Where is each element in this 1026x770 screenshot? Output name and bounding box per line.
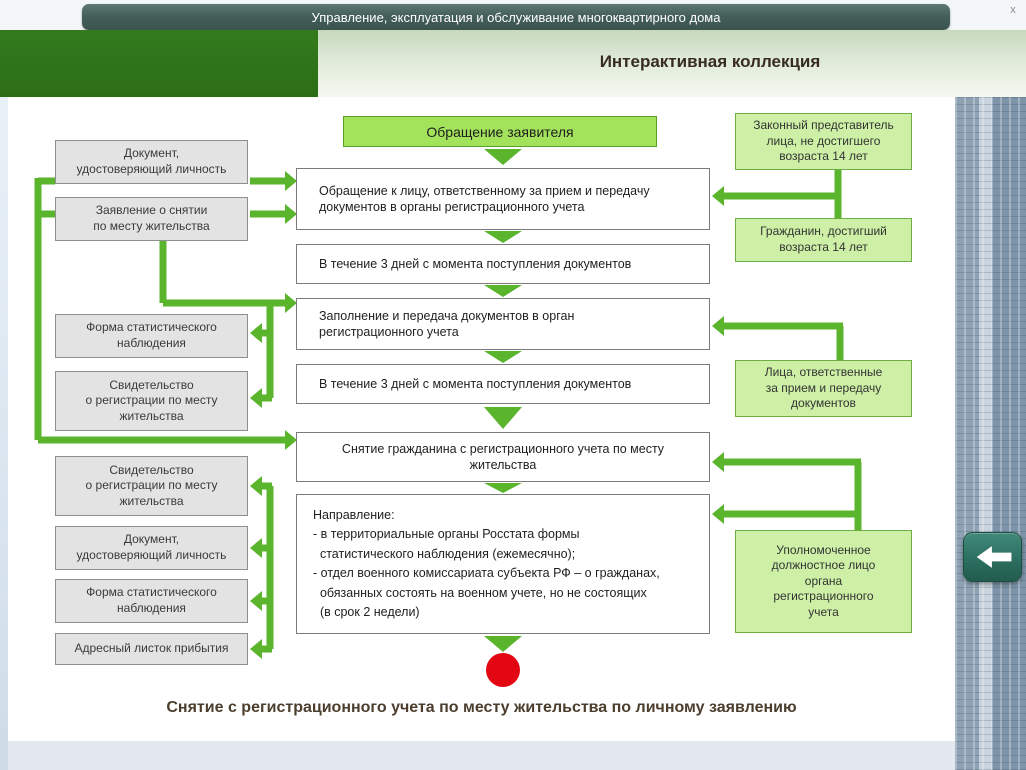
flow-step-5: Снятие гражданина с регистрационного уче… (296, 432, 710, 482)
header-green-block (0, 30, 318, 97)
back-button[interactable] (963, 532, 1022, 582)
window-title-bar: Управление, эксплуатация и обслуживание … (82, 4, 950, 30)
document-node-certificate-2: Свидетельство о регистрации по месту жит… (55, 456, 248, 516)
close-icon: x (1010, 4, 1016, 16)
flow-step-1: Обращение к лицу, ответственному за прие… (296, 168, 710, 230)
actor-node-responsible-persons: Лица, ответственные за прием и передачу … (735, 360, 912, 417)
document-node-stat-form-2: Форма статистического наблюдения (55, 579, 248, 623)
diagram-caption: Снятие с регистрационного учета по месту… (166, 699, 797, 716)
flow-step-3: Заполнение и передача документов в орган… (296, 298, 710, 350)
back-arrow-icon (976, 546, 1011, 568)
background-photo-left (0, 97, 8, 770)
close-button[interactable]: x (1005, 3, 1021, 18)
document-node-identity-2: Документ, удостоверяющий личность (55, 526, 248, 570)
flow-step-6: Направление: - в территориальные органы … (296, 494, 710, 634)
document-node-identity-1: Документ, удостоверяющий личность (55, 140, 248, 184)
end-node (486, 653, 520, 687)
document-node-certificate-1: Свидетельство о регистрации по месту жит… (55, 371, 248, 431)
page-title: Интерактивная коллекция (599, 52, 821, 71)
actor-node-legal-representative: Законный представитель лица, не достигше… (735, 113, 912, 170)
actor-node-citizen-14: Гражданин, достигший возраста 14 лет (735, 218, 912, 262)
document-node-arrival-sheet: Адресный листок прибытия (55, 633, 248, 665)
flow-start-node: Обращение заявителя (343, 116, 657, 147)
flow-step-2: В течение 3 дней с момента поступления д… (296, 244, 710, 284)
document-node-stat-form-1: Форма статистического наблюдения (55, 314, 248, 358)
window-title: Управление, эксплуатация и обслуживание … (311, 9, 721, 25)
document-node-application: Заявление о снятии по месту жительства (55, 197, 248, 241)
background-photo (955, 97, 1026, 770)
actor-node-authorized-official: Уполномоченное должностное лицо органа р… (735, 530, 912, 633)
flow-step-4: В течение 3 дней с момента поступления д… (296, 364, 710, 404)
